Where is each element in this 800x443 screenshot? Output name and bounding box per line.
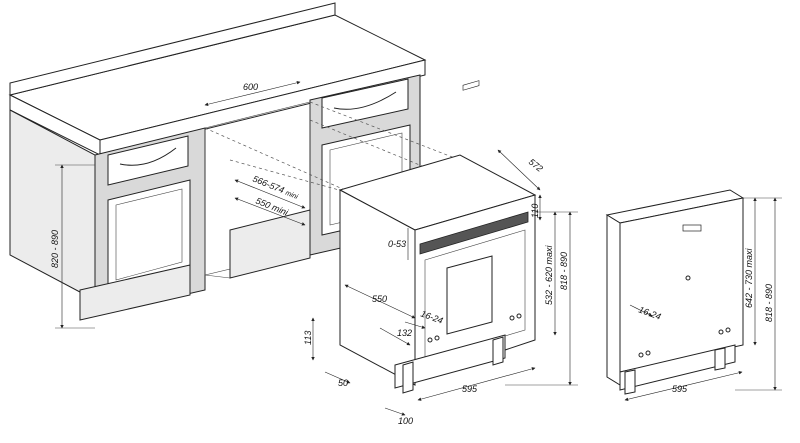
drawer-left [107, 135, 189, 186]
drawer-handle-right [333, 91, 397, 110]
label-oven-top: 110 [530, 204, 540, 218]
drawer-right [321, 78, 409, 129]
label-niche-depth-2: 550 mini [254, 196, 290, 218]
drawer-handle-left [119, 147, 177, 166]
dimension-lines [55, 80, 782, 416]
label-counter-width: 600 [243, 82, 258, 92]
label-door-total-height: 818 - 890 [764, 284, 774, 322]
backsplash [9, 2, 336, 96]
countertop-edge-front [99, 59, 426, 156]
label-oven-front-height: 532 - 620 maxi [544, 244, 554, 305]
label-oven-base: 113 [303, 331, 313, 345]
label-oven-plinth: 132 [397, 328, 412, 338]
label-oven-base-offset: 50 [338, 378, 348, 388]
oven-control-strip [419, 211, 529, 255]
label-door-front-height: 642 - 730 maxi [744, 247, 754, 308]
label-oven-inner-depth: 550 [372, 294, 387, 304]
door-panel-unit [605, 189, 745, 395]
niche-floor [229, 209, 311, 279]
oven-window [446, 255, 493, 335]
label-oven-feet: 100 [398, 416, 413, 426]
plinth-left [79, 264, 191, 321]
label-oven-gap: 0-53 [388, 239, 406, 249]
label-cabinet-height: 820 - 890 [50, 230, 60, 268]
panel-front [619, 197, 744, 373]
panel-side [606, 214, 621, 386]
label-oven-total-height: 818 - 890 [559, 252, 569, 290]
label-door-width: 595 [672, 384, 688, 394]
label-oven-depth: 572 [527, 157, 545, 174]
label-oven-width: 595 [462, 384, 478, 394]
